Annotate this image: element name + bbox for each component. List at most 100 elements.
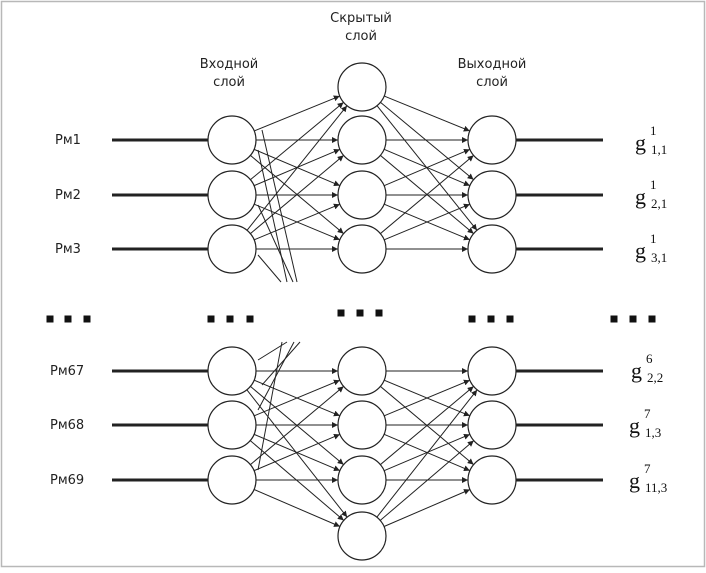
svg-text:11,3: 11,3 [645, 480, 667, 495]
svg-text:3,1: 3,1 [651, 250, 667, 265]
connection-edge [376, 389, 478, 518]
output-label-5: g 7 1,3 [629, 406, 661, 440]
connection-edge [383, 203, 471, 241]
connection-edge [380, 155, 474, 234]
gap-edge [261, 341, 301, 386]
connection-edge [253, 433, 341, 472]
svg-text:g: g [635, 184, 646, 209]
input-neuron [207, 115, 257, 165]
output-neuron [467, 455, 517, 505]
ellipsis-dot [246, 315, 254, 323]
connection-edge [379, 440, 475, 521]
output-layer-label-line2: слой [476, 75, 508, 90]
output-neuron [467, 170, 517, 220]
output-neuron [467, 224, 517, 274]
ellipsis-dot [226, 315, 234, 323]
hidden-layer-label-line1: Скрытый [330, 11, 392, 26]
output-label-6: g 7 11,3 [629, 461, 667, 495]
connection-edge [383, 489, 471, 527]
connection-edge [380, 386, 474, 465]
input-neuron [207, 346, 257, 396]
connection-edge [253, 203, 341, 241]
connection-edge [383, 148, 471, 187]
ellipsis-dot [610, 315, 618, 323]
input-label-68: Рм68 [50, 418, 84, 433]
hidden-neuron [337, 224, 387, 274]
svg-text:1: 1 [650, 231, 657, 246]
svg-text:7: 7 [644, 461, 651, 476]
output-neuron [467, 346, 517, 396]
input-label-2: Рм2 [55, 188, 81, 203]
svg-text:g: g [629, 468, 640, 493]
gap-edge [261, 129, 298, 283]
svg-text:1,1: 1,1 [651, 142, 667, 157]
connection-edge [254, 95, 340, 132]
gap-edge [257, 204, 294, 283]
connection-edge [384, 95, 470, 132]
input-layer-label-line1: Входной [200, 57, 258, 72]
svg-text:2,2: 2,2 [647, 370, 663, 385]
input-neuron [207, 400, 257, 450]
gap-edge [257, 254, 282, 283]
output-neuron [467, 115, 517, 165]
svg-text:1,3: 1,3 [645, 425, 661, 440]
output-label-2: g 1 2,1 [635, 177, 667, 211]
input-layer-label-line2: слой [213, 75, 245, 90]
svg-text:g: g [631, 358, 642, 383]
hidden-neuron [337, 400, 387, 450]
gap-edge [257, 341, 288, 361]
hidden-neuron [337, 170, 387, 220]
svg-text:g: g [635, 238, 646, 263]
connection-edge [250, 386, 344, 465]
svg-text:g: g [635, 130, 646, 155]
output-layer-label-line1: Выходной [458, 57, 527, 72]
connection-edge [250, 155, 344, 234]
hidden-neuron [337, 115, 387, 165]
gap-edge [257, 341, 283, 471]
output-label-1: g 1 1,1 [635, 123, 667, 157]
hidden-neuron [337, 346, 387, 396]
ellipsis-dot [356, 309, 364, 317]
hidden-neuron [337, 511, 387, 561]
svg-text:1: 1 [650, 123, 657, 138]
output-label-4: g 6 2,2 [631, 351, 663, 385]
ellipsis-dot [629, 315, 637, 323]
ellipsis-dot [487, 315, 495, 323]
connection-edge [246, 389, 348, 518]
input-label-67: Рм67 [50, 364, 84, 379]
connection-edge [253, 379, 341, 417]
ellipsis-dot [64, 315, 72, 323]
svg-text:2,1: 2,1 [651, 196, 667, 211]
connection-lines [112, 95, 603, 527]
ellipsis-dot [506, 315, 514, 323]
ellipsis-dot [83, 315, 91, 323]
hidden-layer-label-line2: слой [345, 29, 377, 44]
connection-edge [380, 101, 474, 181]
connection-edge [246, 105, 348, 231]
svg-text:7: 7 [644, 406, 651, 421]
connection-edge [383, 379, 471, 417]
hidden-neuron [337, 455, 387, 505]
svg-text:g: g [629, 413, 640, 438]
svg-text:6: 6 [646, 351, 653, 366]
gap-edge [257, 149, 288, 283]
output-neuron [467, 400, 517, 450]
input-label-69: Рм69 [50, 473, 84, 488]
input-label-3: Рм3 [55, 242, 81, 257]
input-neuron [207, 224, 257, 274]
output-label-3: g 1 3,1 [635, 231, 667, 265]
ellipsis-dot [207, 315, 215, 323]
ellipsis-dot [337, 309, 345, 317]
connection-edge [253, 489, 341, 527]
hidden-neuron [337, 62, 387, 112]
input-label-1: Рм1 [55, 133, 81, 148]
ellipsis-dot [468, 315, 476, 323]
connection-edge [250, 101, 344, 181]
input-neuron [207, 170, 257, 220]
ellipsis-dot [46, 315, 54, 323]
connection-edge [383, 433, 471, 472]
svg-text:1: 1 [650, 177, 657, 192]
